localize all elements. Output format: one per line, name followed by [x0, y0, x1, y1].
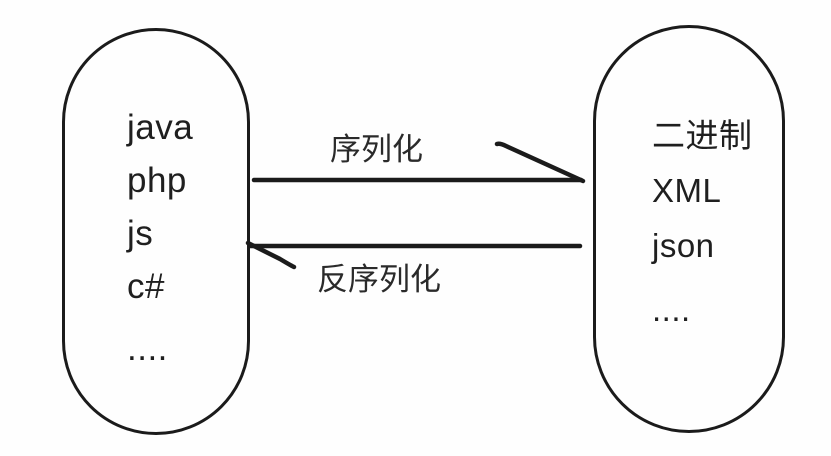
serialize-arrowhead	[494, 141, 586, 184]
formats-oval	[593, 25, 785, 433]
deserialize-arrowhead	[245, 240, 297, 270]
format-item: json	[652, 227, 715, 264]
language-item: c#	[127, 267, 165, 306]
language-item: php	[127, 161, 187, 200]
formats-list: 二进制 XML json ....	[652, 108, 753, 337]
format-item: XML	[652, 172, 722, 209]
languages-list: java php js c# ....	[127, 101, 193, 375]
deserialize-label: 反序列化	[317, 262, 441, 297]
format-item: 二进制	[652, 117, 753, 154]
languages-oval	[62, 28, 250, 435]
language-item: js	[127, 214, 154, 253]
ellipsis-item: ....	[127, 329, 168, 368]
ellipsis-item: ....	[652, 291, 691, 328]
language-item: java	[127, 108, 194, 147]
serialize-label: 序列化	[330, 132, 423, 167]
